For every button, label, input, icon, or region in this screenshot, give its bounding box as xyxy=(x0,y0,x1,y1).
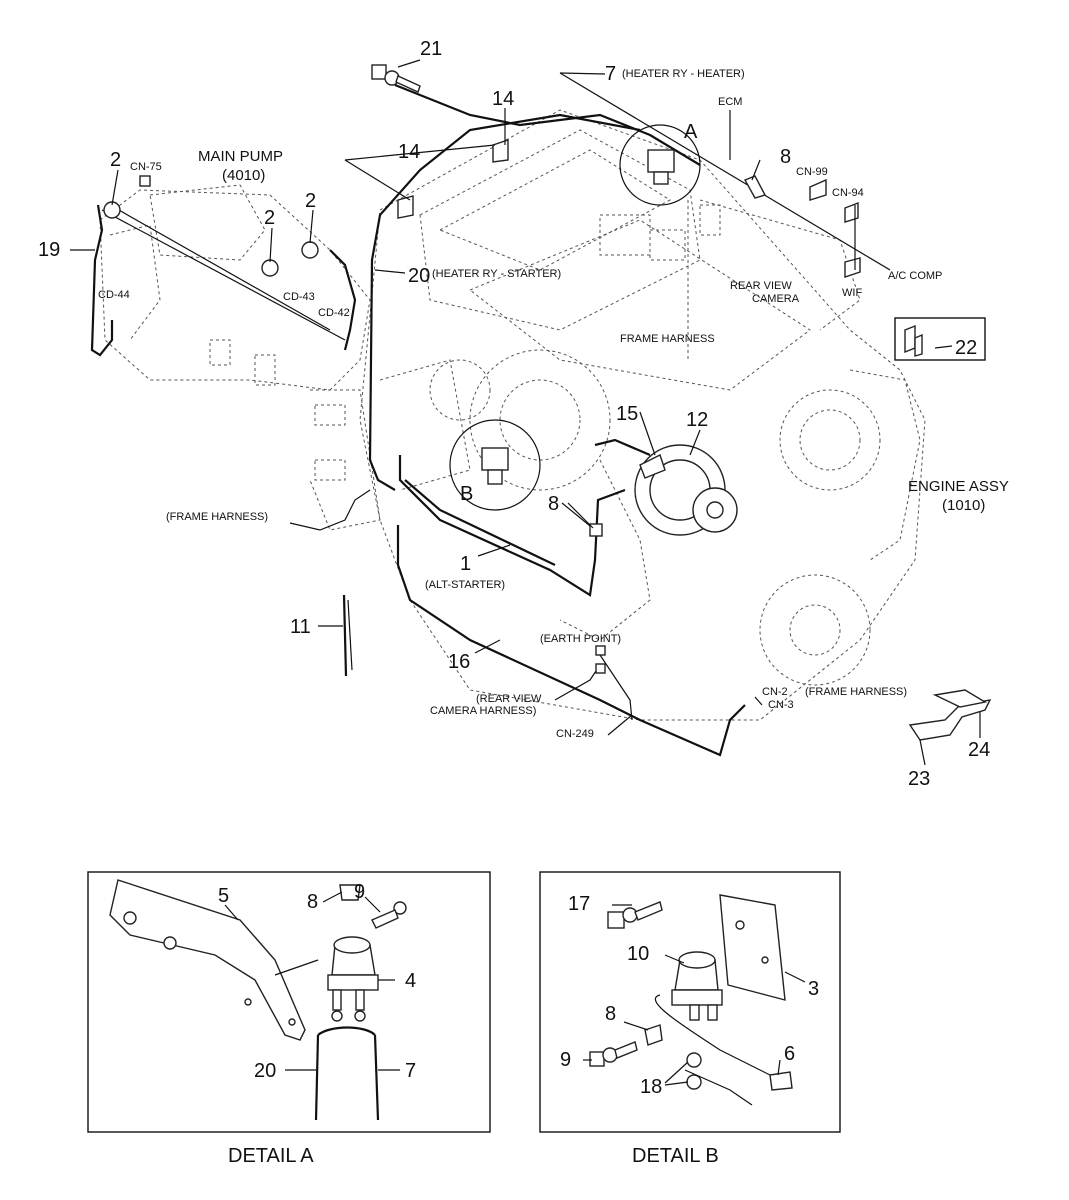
detail-a-callout-8: 8 xyxy=(307,891,318,913)
callout-24: 24 xyxy=(968,739,990,761)
callout-2-left: 2 xyxy=(110,149,121,171)
detail-a-callout-20: 20 xyxy=(254,1060,276,1082)
callout-12: 12 xyxy=(686,409,708,431)
label-rear-view-camera-2: CAMERA xyxy=(752,293,800,305)
detail-b-callout-18: 18 xyxy=(640,1076,662,1098)
leader-lines xyxy=(70,59,981,766)
callout-20-label: (HEATER RY - STARTER) xyxy=(432,268,561,280)
detail-a: 5 8 9 4 20 7 DETAIL A xyxy=(87,871,491,1167)
detail-b-marker: B xyxy=(460,483,473,505)
label-rear-view-camera-1: REAR VIEW xyxy=(730,280,792,292)
detail-a-marker: A xyxy=(684,121,698,143)
engine-assembly-drawing xyxy=(359,109,926,721)
detail-b-callout-8: 8 xyxy=(605,1003,616,1025)
detail-a-frame xyxy=(87,871,491,1133)
label-frame-harness-left: (FRAME HARNESS) xyxy=(166,511,268,523)
parts xyxy=(103,64,992,741)
callout-21: 21 xyxy=(420,38,442,60)
label-rear-view-harness-1: (REAR VIEW xyxy=(476,693,542,705)
label-main-pump-code: (4010) xyxy=(222,167,265,184)
label-cd-43: CD-43 xyxy=(283,291,315,303)
label-main-pump: MAIN PUMP xyxy=(198,148,283,165)
label-ecm: ECM xyxy=(718,96,742,108)
detail-b-callout-10: 10 xyxy=(627,943,649,965)
harness-wires xyxy=(90,72,891,757)
detail-a-callout-5: 5 xyxy=(218,885,229,907)
callout-7: 7 xyxy=(605,63,616,85)
callout-14-lower: 14 xyxy=(398,141,420,163)
callout-15: 15 xyxy=(616,403,638,425)
label-cd-42: CD-42 xyxy=(318,307,350,319)
label-cn-3: CN-3 xyxy=(768,699,794,711)
label-ac-comp: A/C COMP xyxy=(888,270,942,282)
detail-a-bracket xyxy=(109,879,306,1041)
label-cn-94: CN-94 xyxy=(832,187,864,199)
label-engine-assy: ENGINE ASSY xyxy=(908,478,1009,495)
label-frame-harness-top: FRAME HARNESS xyxy=(620,333,715,345)
callout-16: 16 xyxy=(448,651,470,673)
alternator xyxy=(634,444,738,536)
detail-b-callout-6: 6 xyxy=(784,1043,795,1065)
callout-8-lower: 8 xyxy=(548,493,559,515)
label-frame-harness-right: (FRAME HARNESS) xyxy=(805,686,907,698)
label-cn-2: CN-2 xyxy=(762,686,788,698)
label-rear-view-harness-2: CAMERA HARNESS) xyxy=(430,705,536,717)
callout-14-upper: 14 xyxy=(492,88,514,110)
detail-b-callout-3: 3 xyxy=(808,978,819,1000)
callout-8-upper: 8 xyxy=(780,146,791,168)
callout-23: 23 xyxy=(908,768,930,790)
detail-b-callout-17: 17 xyxy=(568,893,590,915)
callout-1: 1 xyxy=(460,553,471,575)
label-alt-starter: (ALT-STARTER) xyxy=(425,579,505,591)
callout-19: 19 xyxy=(38,239,60,261)
detail-b-bracket xyxy=(719,894,786,1001)
callout-22: 22 xyxy=(955,337,977,359)
detail-a-title: DETAIL A xyxy=(228,1145,314,1167)
label-earth-point: (EARTH POINT) xyxy=(540,633,621,645)
label-cn-249: CN-249 xyxy=(556,728,594,740)
callout-11: 11 xyxy=(290,616,311,638)
detail-b-relay xyxy=(671,951,723,1021)
callout-2-mid: 2 xyxy=(264,207,275,229)
label-cn-99: CN-99 xyxy=(796,166,828,178)
callout-labels: 21 7 (HEATER RY - HEATER) ECM 14 14 A 8 … xyxy=(38,38,1009,790)
label-engine-assy-code: (1010) xyxy=(942,497,985,514)
detail-b-callout-9: 9 xyxy=(560,1049,571,1071)
detail-b-title: DETAIL B xyxy=(632,1145,719,1167)
detail-a-callout-7: 7 xyxy=(405,1060,416,1082)
label-wif: WIF xyxy=(842,287,862,299)
detail-a-relay xyxy=(327,936,379,1022)
callout-2-right: 2 xyxy=(305,190,316,212)
callout-7-label: (HEATER RY - HEATER) xyxy=(622,68,745,80)
label-cn-75: CN-75 xyxy=(130,161,162,173)
callout-20: 20 xyxy=(408,265,430,287)
detail-b: 17 10 3 8 9 6 18 DETAIL B xyxy=(539,871,841,1167)
main-pump-drawing xyxy=(99,184,381,531)
label-cd-44: CD-44 xyxy=(98,289,130,301)
detail-a-callout-9: 9 xyxy=(354,881,365,903)
detail-b-frame xyxy=(539,871,841,1133)
detail-a-callout-4: 4 xyxy=(405,970,416,992)
